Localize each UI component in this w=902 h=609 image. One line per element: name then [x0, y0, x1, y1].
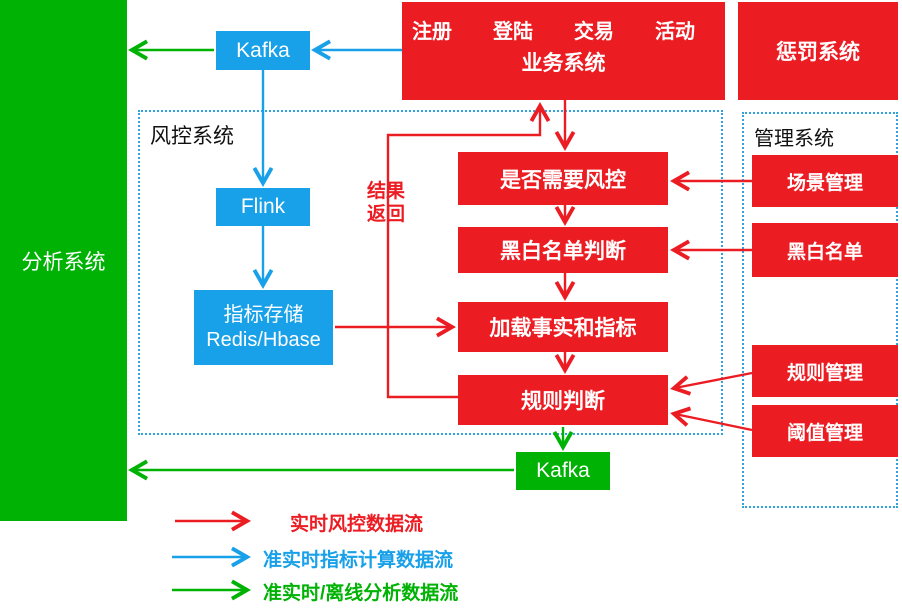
blacklist-label: 黑白名单	[786, 241, 863, 263]
event-trade: 交易	[574, 21, 614, 43]
analysis-system-node: 分析系统	[0, 0, 127, 521]
threshold-management-label: 阈值管理	[786, 422, 863, 444]
rule-management-label: 规则管理	[786, 362, 863, 384]
business-system-node: 注册 登陆 交易 活动 业务系统	[402, 2, 725, 100]
legend-near-realtime-label: 准实时指标计算数据流	[263, 550, 454, 571]
step-load-facts-metrics-label: 加载事实和指标	[489, 317, 637, 340]
punishment-system-label: 惩罚系统	[776, 41, 860, 64]
metric-store-node: 指标存储 Redis/Hbase	[194, 290, 333, 365]
legend-offline-label: 准实时/离线分析数据流	[263, 583, 459, 604]
flink-label: Flink	[240, 195, 286, 218]
step-load-facts-metrics: 加载事实和指标	[458, 302, 668, 352]
scene-management-label: 场景管理	[786, 172, 863, 194]
analysis-system-label: 分析系统	[21, 250, 106, 274]
rule-management-node: 规则管理	[752, 345, 898, 397]
scene-management-node: 场景管理	[752, 155, 898, 207]
step-rule-judgment: 规则判断	[458, 375, 668, 425]
punishment-system-node: 惩罚系统	[738, 2, 898, 100]
legend-realtime-label: 实时风控数据流	[290, 514, 424, 535]
metric-store-line2: Redis/Hbase	[206, 328, 321, 351]
event-login: 登陆	[493, 21, 533, 43]
blacklist-node: 黑白名单	[752, 223, 898, 277]
kafka-output-label: Kafka	[536, 459, 590, 482]
kafka-output-node: Kafka	[516, 452, 610, 490]
step-need-risk-control: 是否需要风控	[458, 152, 668, 205]
step-blacklist-check-label: 黑白名单判断	[500, 240, 626, 263]
threshold-management-node: 阈值管理	[752, 405, 898, 457]
management-frame: 管理系统	[742, 112, 898, 508]
kafka-ingest-node: Kafka	[216, 31, 310, 70]
event-register: 注册	[412, 21, 452, 43]
result-return-label: 结果返回	[366, 181, 405, 225]
step-need-risk-control-label: 是否需要风控	[500, 168, 626, 192]
event-activity: 活动	[655, 21, 695, 43]
flink-node: Flink	[216, 188, 310, 226]
business-events-row: 注册 登陆 交易 活动	[402, 2, 725, 44]
metric-store-line1: 指标存储	[223, 303, 304, 326]
kafka-ingest-label: Kafka	[236, 38, 290, 62]
risk-control-title: 风控系统	[150, 125, 234, 148]
step-rule-judgment-label: 规则判断	[521, 390, 605, 413]
management-title: 管理系统	[754, 128, 834, 150]
business-system-label: 业务系统	[521, 52, 606, 75]
step-blacklist-check: 黑白名单判断	[458, 227, 668, 273]
